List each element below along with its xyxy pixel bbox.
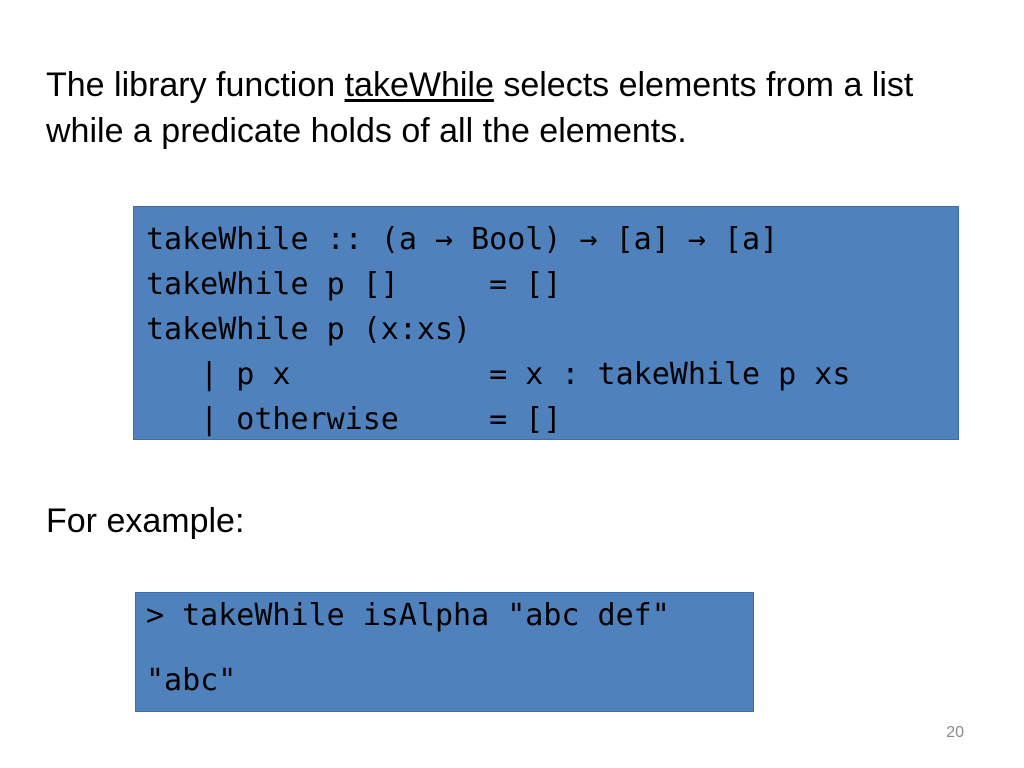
code-line-guard-otherwise: | otherwise = [] bbox=[146, 402, 562, 437]
definition-code-box: takeWhile :: (a → Bool) → [a] → [a] take… bbox=[133, 206, 959, 440]
intro-text-before: The library function bbox=[46, 66, 345, 104]
example-label: For example: bbox=[46, 502, 245, 540]
intro-text-after: selects elements from a list while a pre… bbox=[46, 66, 914, 150]
code-line-empty-case: takeWhile p [] = [] bbox=[146, 267, 562, 302]
example-code-box: > takeWhile isAlpha "abc def" "abc" bbox=[135, 592, 754, 712]
page-number: 20 bbox=[946, 724, 964, 741]
code-line-cons-case: takeWhile p (x:xs) bbox=[146, 312, 472, 347]
code-line-type-signature: takeWhile :: (a → Bool) → [a] → [a] bbox=[146, 222, 779, 257]
example-output-line: "abc" bbox=[146, 663, 237, 698]
example-input-line: > takeWhile isAlpha "abc def" bbox=[146, 598, 670, 633]
function-name: takeWhile bbox=[344, 66, 494, 104]
intro-paragraph: The library function takeWhile selects e… bbox=[46, 62, 996, 154]
code-line-guard-p-x: | p x = x : takeWhile p xs bbox=[146, 357, 851, 392]
